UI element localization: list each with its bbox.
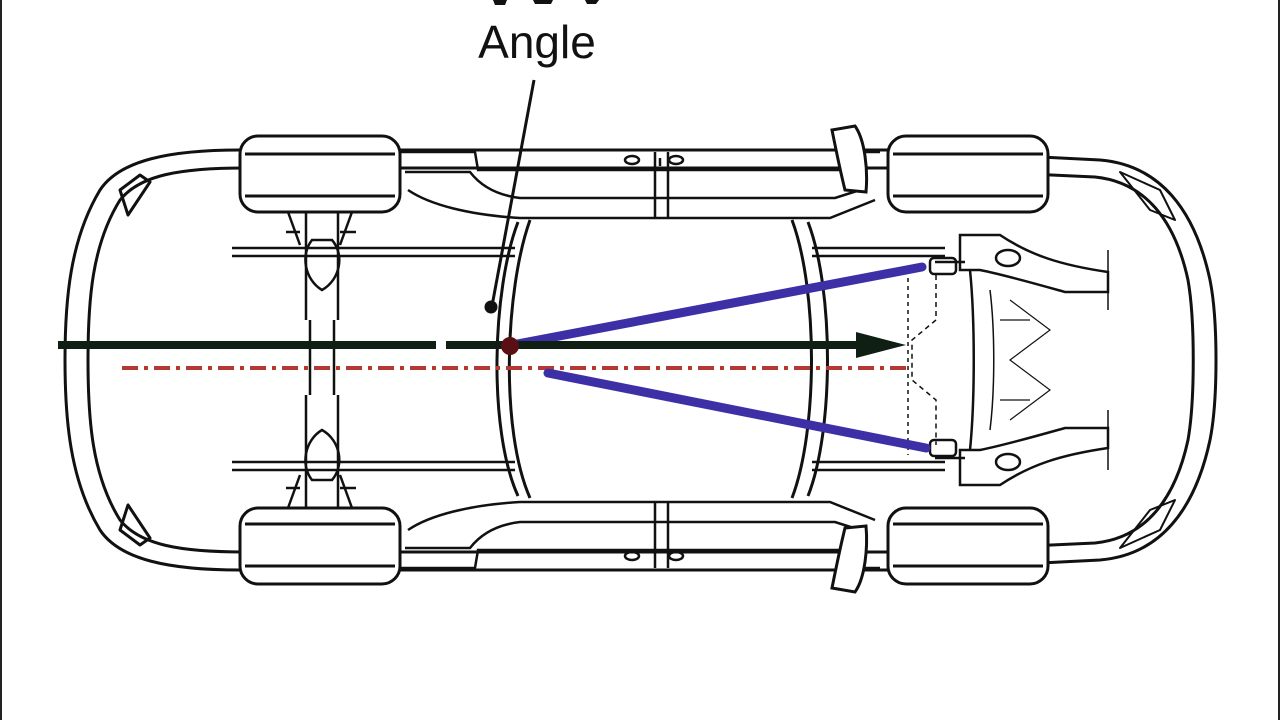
front-suspension — [286, 211, 356, 510]
clipped-caption-fragment — [493, 0, 599, 5]
angle-lines — [507, 262, 931, 453]
car-body — [63, 148, 1218, 572]
frame-rails — [232, 246, 945, 472]
rear-right-wheel — [886, 506, 1050, 586]
label-leader — [484, 79, 536, 314]
fender-tabs — [830, 124, 869, 594]
floor-pan — [495, 219, 829, 499]
rocker-panels — [400, 150, 880, 570]
leader-dot — [484, 300, 498, 314]
rear-left-wheel — [886, 134, 1050, 214]
angle-vertex — [501, 337, 519, 355]
rear-axle — [907, 233, 1110, 487]
front-right-wheel — [238, 506, 402, 586]
lower-angle-line — [543, 368, 931, 453]
centerline-arrowhead — [856, 332, 906, 358]
upper-angle-line — [507, 262, 927, 350]
angle-label: Angle — [478, 16, 596, 68]
wheels — [238, 134, 1050, 586]
thrust-centerline — [58, 332, 906, 358]
front-left-wheel — [238, 134, 402, 214]
